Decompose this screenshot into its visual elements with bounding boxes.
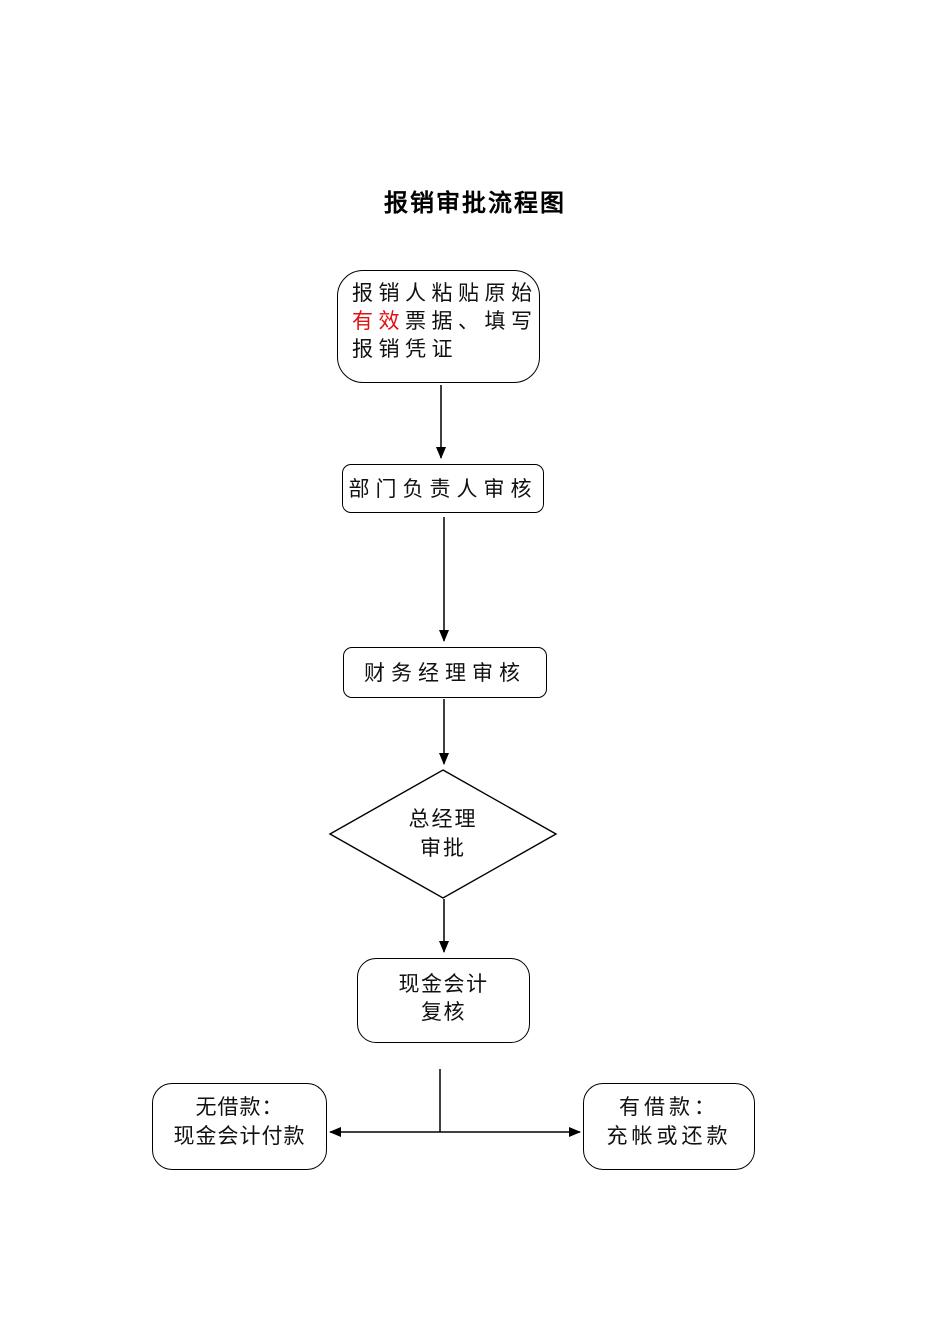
flow-node-with-loan: 有借款： 充帐或还款 (583, 1083, 755, 1170)
gm-approval-line-2: 审批 (420, 836, 466, 860)
flow-node-cash-recheck: 现金会计 复核 (357, 958, 530, 1043)
start-line-1: 报销人粘贴原始 (352, 281, 538, 305)
gm-approval-line-1: 总经理 (408, 807, 478, 831)
highlighted-text: 有效 (352, 309, 405, 333)
cash-recheck-line-2: 复核 (421, 999, 466, 1024)
flow-node-finance-review: 财务经理审核 (343, 647, 547, 698)
finance-review-label: 财务经理审核 (364, 660, 526, 685)
flow-node-no-loan: 无借款： 现金会计付款 (152, 1083, 327, 1170)
flow-node-start: 报销人粘贴原始 有效票据、填写 报销凭证 (337, 270, 540, 383)
with-loan-line-1: 有借款： (619, 1095, 719, 1119)
dept-review-label: 部门负责人审核 (348, 476, 538, 501)
with-loan-line-2: 充帐或还款 (606, 1124, 732, 1148)
start-line-3: 报销凭证 (352, 337, 458, 361)
start-line-2: 有效票据、填写 (352, 309, 538, 333)
gm-approval-diamond (328, 769, 558, 899)
cash-recheck-line-1: 现金会计 (398, 971, 489, 996)
no-loan-line-2: 现金会计付款 (173, 1124, 306, 1148)
no-loan-line-1: 无借款： (195, 1095, 284, 1119)
flow-node-dept-review: 部门负责人审核 (342, 464, 544, 513)
flow-node-gm-approval-label: 总经理 审批 (330, 805, 556, 863)
page-title: 报销审批流程图 (384, 190, 566, 217)
